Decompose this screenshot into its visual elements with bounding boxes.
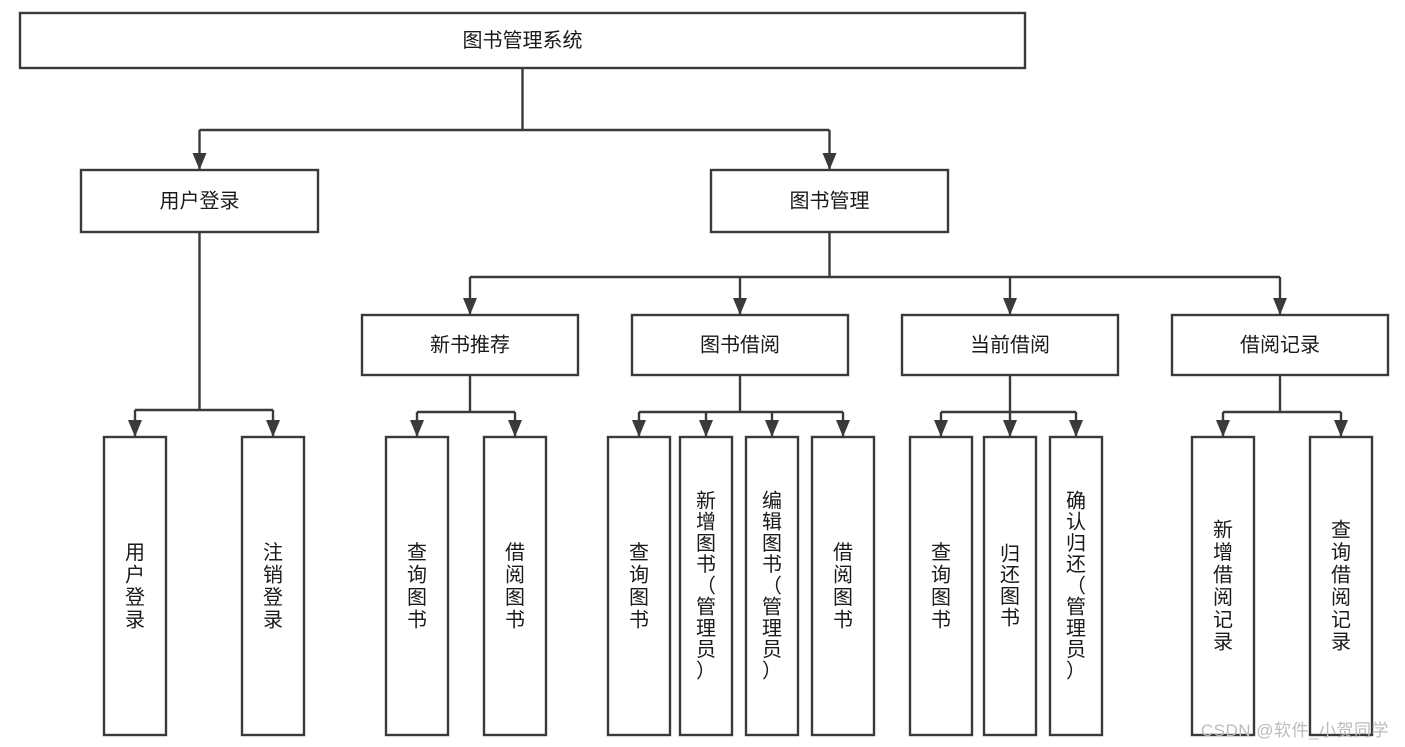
node-leaf-confirm-return[interactable]: 确认归还（管理员） — [1048, 435, 1104, 737]
node-root[interactable]: 图书管理系统 — [18, 11, 1027, 70]
node-box[interactable] — [1190, 435, 1256, 737]
node-box[interactable] — [982, 435, 1038, 737]
arrow-head-icon — [1003, 420, 1017, 437]
node-leaf-logout[interactable]: 注销登录 — [240, 435, 306, 737]
node-box[interactable] — [1048, 435, 1104, 737]
nodes-layer: 图书管理系统用户登录图书管理新书推荐图书借阅当前借阅借阅记录用户登录注销登录查询… — [18, 11, 1390, 737]
node-label: 借阅图书 — [505, 541, 525, 631]
node-box[interactable] — [900, 313, 1120, 377]
arrow-head-icon — [463, 298, 477, 315]
node-leaf-user-login[interactable]: 用户登录 — [102, 435, 168, 737]
arrow-head-icon — [733, 298, 747, 315]
node-box[interactable] — [240, 435, 306, 737]
node-label: 用户登录 — [160, 189, 240, 212]
node-leaf-add-book[interactable]: 新增图书（管理员） — [678, 435, 734, 737]
node-label: 查询图书 — [629, 541, 649, 631]
node-box[interactable] — [630, 313, 850, 377]
node-label: 借阅图书 — [833, 541, 853, 631]
node-box[interactable] — [360, 313, 580, 377]
node-box[interactable] — [810, 435, 876, 737]
node-box[interactable] — [908, 435, 974, 737]
node-leaf-query-book-3[interactable]: 查询图书 — [908, 435, 974, 737]
arrow-head-icon — [1216, 420, 1230, 437]
arrow-head-icon — [192, 153, 207, 170]
node-box[interactable] — [709, 168, 950, 234]
node-leaf-return-book[interactable]: 归还图书 — [982, 435, 1038, 737]
node-label: 归还图书 — [1000, 542, 1020, 629]
node-box[interactable] — [18, 11, 1027, 70]
arrow-head-icon — [1003, 298, 1017, 315]
node-box[interactable] — [744, 435, 800, 737]
node-box[interactable] — [384, 435, 450, 737]
arrow-head-icon — [1334, 420, 1348, 437]
node-label: 确认归还（管理员） — [1066, 489, 1086, 682]
node-leaf-query-book-2[interactable]: 查询图书 — [606, 435, 672, 737]
node-leaf-query-record[interactable]: 查询借阅记录 — [1308, 435, 1374, 737]
node-label: 用户登录 — [125, 542, 145, 631]
arrow-head-icon — [836, 420, 850, 437]
node-book-manage[interactable]: 图书管理 — [709, 168, 950, 234]
arrow-head-icon — [410, 420, 424, 437]
node-box[interactable] — [1308, 435, 1374, 737]
node-label: 图书管理 — [790, 189, 870, 212]
node-label: 当前借阅 — [970, 333, 1050, 356]
node-label: 图书借阅 — [700, 333, 780, 356]
node-box[interactable] — [606, 435, 672, 737]
node-current-borrow[interactable]: 当前借阅 — [900, 313, 1120, 377]
node-new-book-recommend[interactable]: 新书推荐 — [360, 313, 580, 377]
watermark-label: CSDN @软件_小贺同学 — [1200, 721, 1389, 740]
node-book-borrow[interactable]: 图书借阅 — [630, 313, 850, 377]
node-box[interactable] — [1170, 313, 1390, 377]
arrow-head-icon — [632, 420, 646, 437]
node-leaf-borrow-book-2[interactable]: 借阅图书 — [810, 435, 876, 737]
arrow-head-icon — [128, 420, 142, 437]
node-label: 注销登录 — [263, 541, 283, 631]
arrow-head-icon — [934, 420, 948, 437]
node-box[interactable] — [678, 435, 734, 737]
node-label: 借阅记录 — [1240, 333, 1320, 356]
arrow-head-icon — [1069, 420, 1083, 437]
arrow-head-icon — [508, 420, 522, 437]
arrow-head-icon — [699, 420, 713, 437]
arrow-head-icon — [765, 420, 779, 437]
node-label: 查询借阅记录 — [1331, 519, 1351, 654]
node-label: 新增图书（管理员） — [696, 489, 716, 682]
node-leaf-add-record[interactable]: 新增借阅记录 — [1190, 435, 1256, 737]
node-borrow-record[interactable]: 借阅记录 — [1170, 313, 1390, 377]
arrow-head-icon — [1273, 298, 1287, 315]
node-label: 新增借阅记录 — [1213, 519, 1233, 654]
node-box[interactable] — [102, 435, 168, 737]
node-leaf-edit-book[interactable]: 编辑图书（管理员） — [744, 435, 800, 737]
arrow-head-icon — [266, 420, 280, 437]
node-label: 查询图书 — [407, 541, 427, 631]
node-label: 编辑图书（管理员） — [762, 489, 782, 682]
node-label: 查询图书 — [931, 541, 951, 631]
node-leaf-query-book-1[interactable]: 查询图书 — [384, 435, 450, 737]
node-leaf-borrow-book-1[interactable]: 借阅图书 — [482, 435, 548, 737]
node-box[interactable] — [79, 168, 320, 234]
node-label: 新书推荐 — [430, 333, 510, 356]
arrow-head-icon — [822, 153, 837, 170]
node-label: 图书管理系统 — [463, 29, 583, 52]
node-box[interactable] — [482, 435, 548, 737]
connectors-layer — [128, 68, 1348, 437]
node-user-login[interactable]: 用户登录 — [79, 168, 320, 234]
